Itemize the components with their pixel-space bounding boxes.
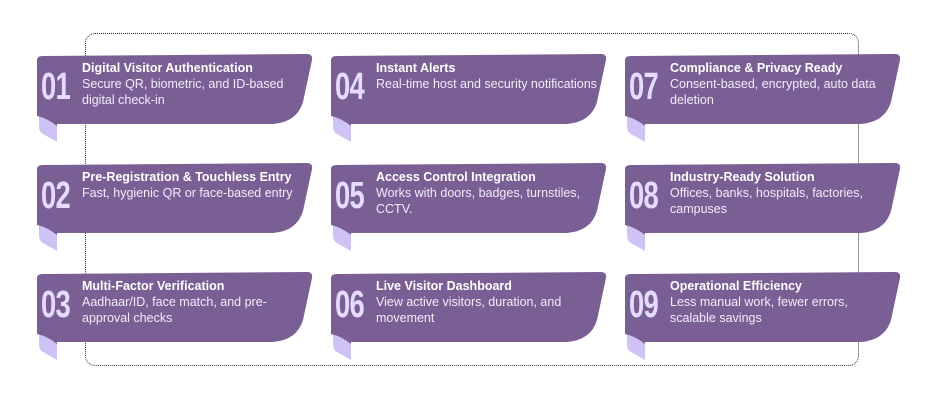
feature-description: View active visitors, duration, and move…	[376, 295, 562, 325]
feature-title: Industry-Ready Solution	[670, 170, 815, 184]
feature-card: 09 Operational Efficiency Less manual wo…	[625, 272, 905, 364]
feature-card: 04 Instant Alerts Real-time host and sec…	[331, 54, 611, 146]
feature-description: Consent-based, encrypted, auto data dele…	[670, 77, 876, 107]
feature-title: Instant Alerts	[376, 61, 456, 75]
feature-description: Fast, hygienic QR or face-based entry	[82, 186, 293, 200]
feature-description: Secure QR, biometric, and ID-based digit…	[82, 77, 284, 107]
ribbon-shape	[331, 163, 607, 251]
ribbon-shape	[331, 54, 607, 142]
feature-title: Live Visitor Dashboard	[376, 279, 512, 293]
feature-card: 05 Access Control Integration Works with…	[331, 163, 611, 255]
feature-number: 07	[629, 66, 659, 108]
feature-description: Offices, banks, hospitals, factories, ca…	[670, 186, 863, 216]
feature-title: Pre-Registration & Touchless Entry	[82, 170, 292, 184]
feature-description: Aadhaar/ID, face match, and pre-approval…	[82, 295, 267, 325]
feature-title: Digital Visitor Authentication	[82, 61, 253, 75]
feature-description: Real-time host and security notification…	[376, 77, 597, 91]
feature-title: Access Control Integration	[376, 170, 536, 184]
feature-number: 04	[335, 66, 365, 108]
feature-number: 05	[335, 175, 365, 217]
feature-card: 01 Digital Visitor Authentication Secure…	[37, 54, 317, 146]
feature-title: Multi-Factor Verification	[82, 279, 225, 293]
feature-card: 08 Industry-Ready Solution Offices, bank…	[625, 163, 905, 255]
feature-title: Compliance & Privacy Ready	[670, 61, 843, 75]
feature-number: 09	[629, 284, 659, 326]
ribbon-shape	[37, 54, 313, 142]
feature-number: 02	[41, 175, 71, 217]
ribbon-shape	[625, 54, 901, 142]
feature-title: Operational Efficiency	[670, 279, 802, 293]
feature-description: Less manual work, fewer errors, scalable…	[670, 295, 848, 325]
feature-number: 01	[41, 66, 71, 108]
feature-number: 08	[629, 175, 659, 217]
feature-card: 03 Multi-Factor Verification Aadhaar/ID,…	[37, 272, 317, 364]
ribbon-shape	[625, 272, 901, 360]
ribbon-shape	[331, 272, 607, 360]
ribbon-shape	[37, 272, 313, 360]
feature-card: 06 Live Visitor Dashboard View active vi…	[331, 272, 611, 364]
feature-number: 03	[41, 284, 71, 326]
feature-number: 06	[335, 284, 365, 326]
feature-description: Works with doors, badges, turnstiles, CC…	[376, 186, 581, 216]
ribbon-shape	[37, 163, 313, 251]
ribbon-shape	[625, 163, 901, 251]
feature-card: 07 Compliance & Privacy Ready Consent-ba…	[625, 54, 905, 146]
feature-card: 02 Pre-Registration & Touchless Entry Fa…	[37, 163, 317, 255]
